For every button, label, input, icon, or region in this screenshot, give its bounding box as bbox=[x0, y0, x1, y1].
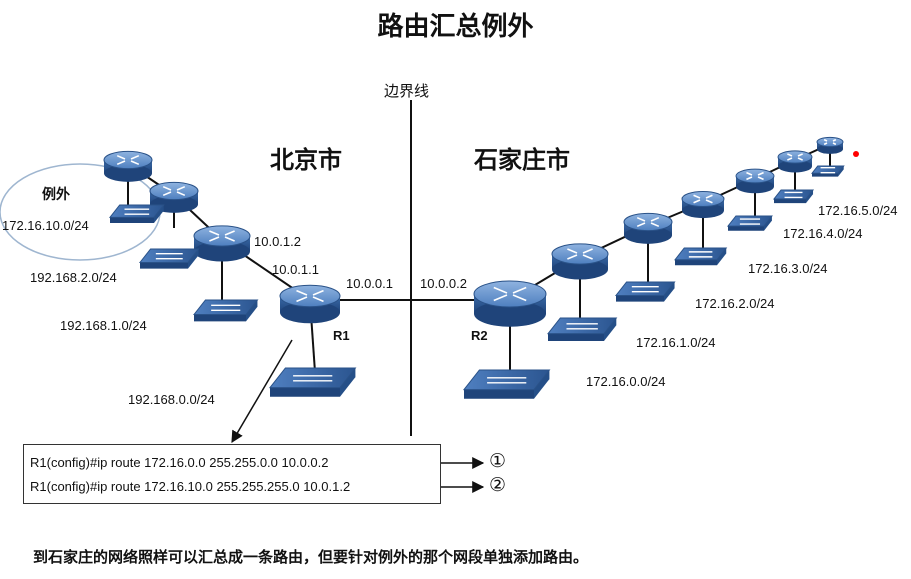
switch-172-16-5 bbox=[772, 189, 815, 204]
router-sjz-6 bbox=[816, 136, 844, 154]
shijiazhuang-network-6: 172.16.5.0/24 bbox=[818, 203, 898, 218]
switch-192-168-1 bbox=[192, 299, 259, 322]
switch-exception bbox=[108, 204, 165, 224]
router-r1 bbox=[279, 284, 341, 324]
caption: 到石家庄的网络照样可以汇总成一条路由，但要针对例外的那个网段单独添加路由。 bbox=[33, 548, 589, 566]
network-links bbox=[127, 143, 831, 380]
switch-192-168-0 bbox=[268, 367, 357, 397]
command-marker-2: ② bbox=[489, 474, 507, 496]
arrow-to-command-box bbox=[231, 339, 293, 444]
switch-192-168-2 bbox=[138, 248, 200, 269]
boundary-label: 边界线 bbox=[384, 83, 430, 100]
shijiazhuang-network-5: 172.16.4.0/24 bbox=[783, 226, 863, 241]
router-bj-mid bbox=[193, 225, 251, 262]
switch-172-16-4 bbox=[726, 215, 773, 231]
router-bj-exception bbox=[149, 181, 199, 213]
command-box bbox=[23, 444, 441, 504]
region-beijing: 北京市 bbox=[270, 146, 342, 174]
switch-172-16-1 bbox=[546, 317, 618, 341]
shijiazhuang-network-4: 172.16.3.0/24 bbox=[748, 261, 828, 276]
router-sjz-4 bbox=[735, 168, 775, 194]
shijiazhuang-network-1: 172.16.0.0/24 bbox=[586, 374, 666, 389]
switch-172-16-0 bbox=[462, 369, 551, 399]
shijiazhuang-network-2: 172.16.1.0/24 bbox=[636, 335, 716, 350]
red-dot bbox=[853, 151, 859, 157]
beijing-network-3: 192.168.0.0/24 bbox=[128, 392, 215, 407]
router-sjz-3 bbox=[681, 190, 725, 219]
command-marker-1: ① bbox=[489, 450, 507, 472]
command-line-2: R1(config)#ip route 172.16.10.0 255.255.… bbox=[30, 479, 351, 494]
ip-r1-left-lower: 10.0.1.1 bbox=[272, 262, 319, 277]
ip-r1-right: 10.0.0.1 bbox=[346, 276, 393, 291]
router-bj-top bbox=[103, 150, 153, 182]
exception-subnet: 172.16.10.0/24 bbox=[2, 218, 89, 233]
router-sjz-5 bbox=[777, 150, 813, 173]
router-sjz-2 bbox=[623, 212, 673, 244]
router-sjz-1 bbox=[551, 243, 609, 280]
page-title: 路由汇总例外 bbox=[377, 12, 534, 42]
router-r1-label: R1 bbox=[333, 328, 350, 343]
region-shijiazhuang: 石家庄市 bbox=[474, 146, 570, 174]
switch-172-16-3 bbox=[673, 247, 728, 266]
switch-172-16-2 bbox=[614, 281, 676, 302]
command-line-1: R1(config)#ip route 172.16.0.0 255.255.0… bbox=[30, 455, 329, 470]
exception-label: 例外 bbox=[42, 187, 70, 203]
beijing-network-2: 192.168.1.0/24 bbox=[60, 318, 147, 333]
shijiazhuang-network-3: 172.16.2.0/24 bbox=[695, 296, 775, 311]
router-r2 bbox=[473, 280, 547, 327]
router-r2-label: R2 bbox=[471, 328, 488, 343]
beijing-network-1: 192.168.2.0/24 bbox=[30, 270, 117, 285]
switch-172-16-6 bbox=[810, 165, 845, 177]
ip-r2-left: 10.0.0.2 bbox=[420, 276, 467, 291]
devices bbox=[103, 136, 845, 399]
ip-r1-left-upper: 10.0.1.2 bbox=[254, 234, 301, 249]
